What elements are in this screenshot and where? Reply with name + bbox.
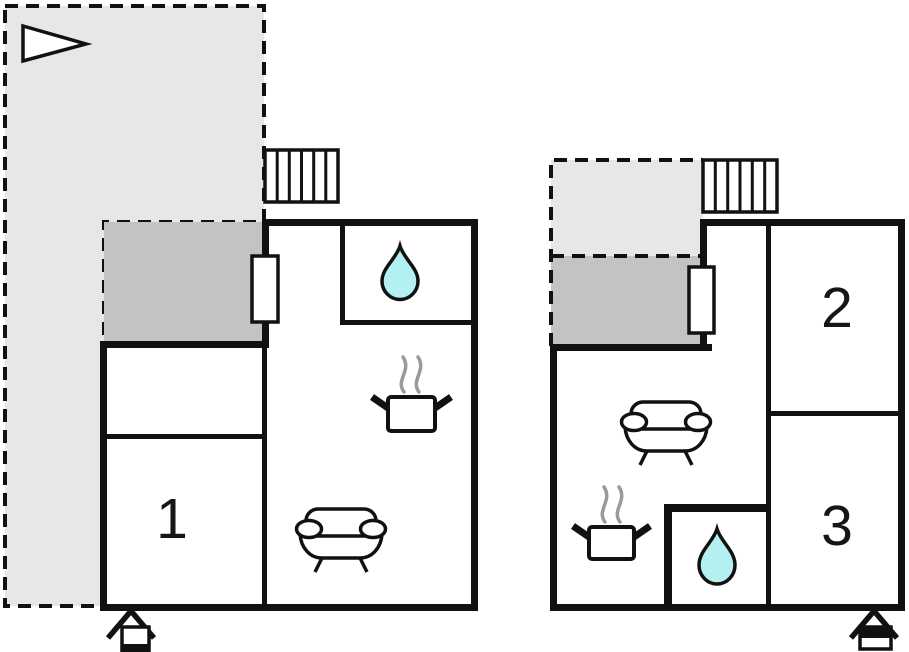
room-3-label: 3 [821,494,853,558]
balcony-area [551,256,703,346]
water-drop-icon [380,240,420,302]
sofa-icon [619,400,713,466]
wall-left-lower [100,341,107,611]
terrace-dashed-border [549,158,703,346]
direction-arrow-icon [21,23,93,64]
wall-room1-top [107,434,263,439]
door-icon [250,254,280,324]
wall-right [471,219,478,611]
water-drop-icon [697,523,737,586]
wall-top [262,219,478,226]
terrace-area [551,160,703,256]
wall-right [898,219,905,611]
wall-bottom [100,604,478,611]
stairs-icon [263,148,340,204]
wall-bath-left [664,504,672,604]
cooking-pot-icon [571,485,652,561]
wall-room2-room3 [771,411,898,416]
wall-bath-top [664,504,771,512]
floorplan-right: 2 3 [549,158,905,651]
wall-rooms-vertical [766,226,771,604]
entrance-arrow-icon [848,606,900,651]
cooking-pot-icon [370,355,453,433]
wall-bath-left [340,226,345,325]
wall-bottom [550,604,905,611]
wall-top [700,219,905,226]
wall-bath-bottom [340,320,471,325]
wall-left-lower [550,344,557,611]
wall-step [100,341,269,348]
room-2-label: 2 [821,276,853,340]
door-icon [687,265,716,335]
entrance-arrow-icon [105,606,157,652]
interior-walls [107,226,471,604]
room-1-label: 1 [156,487,188,551]
sofa-icon [294,507,388,573]
wall-living-divider [262,348,267,604]
floorplan-left: 1 [3,4,478,652]
stairs-icon [701,158,779,214]
balcony-area [104,222,265,345]
wall-step [550,344,712,351]
interior-walls [664,226,898,604]
